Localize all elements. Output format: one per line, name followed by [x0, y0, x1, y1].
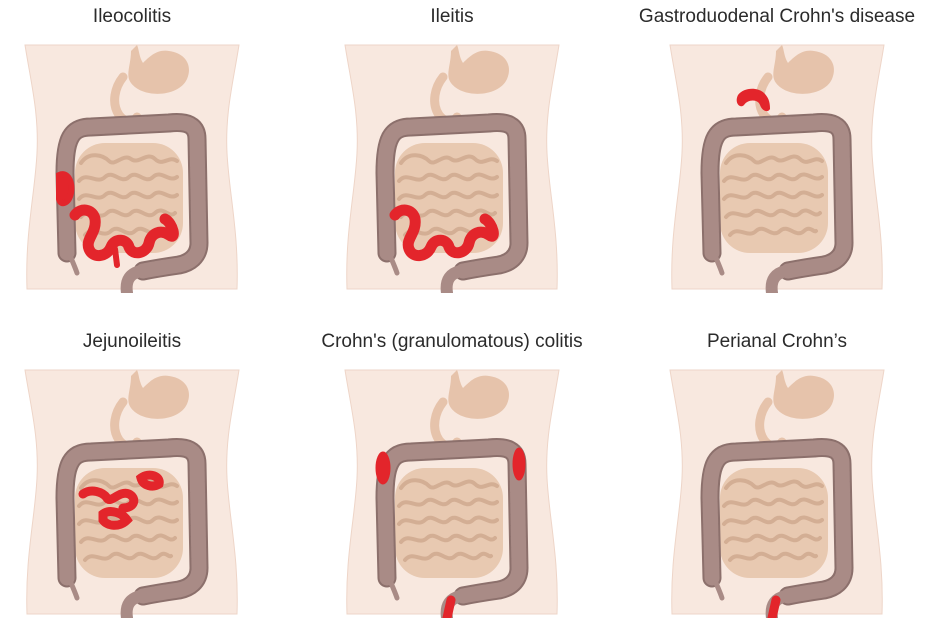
panel-title: Ileitis: [302, 6, 602, 28]
rectum-inflammation-marker: [447, 600, 451, 618]
panel-granulomatous-colitis: Crohn's (granulomatous) colitis: [302, 325, 602, 625]
panel-title: Crohn's (granulomatous) colitis: [302, 331, 602, 353]
panel-gastroduodenal: Gastroduodenal Crohn's disease: [627, 0, 927, 300]
hepatic-flexure-inflammation-marker: [376, 452, 390, 484]
panel-title: Ileocolitis: [0, 6, 282, 28]
abdomen-illustration: [339, 368, 565, 618]
panel-ileitis: Ileitis: [302, 0, 602, 300]
digestive-tract-illustration: [339, 368, 565, 618]
panel-jejunoileitis: Jejunoileitis: [0, 325, 282, 625]
abdomen-illustration: [664, 43, 890, 293]
abdomen-illustration: [339, 43, 565, 293]
digestive-tract-illustration: [664, 368, 890, 618]
anus-inflammation-marker: [772, 600, 776, 618]
digestive-tract-illustration: [19, 43, 245, 293]
abdomen-illustration: [19, 43, 245, 293]
panel-title: Perianal Crohn’s: [627, 331, 927, 353]
abdomen-illustration: [19, 368, 245, 618]
digestive-tract-illustration: [19, 368, 245, 618]
base-anatomy: [670, 45, 884, 293]
panel-ileocolitis: Ileocolitis: [0, 0, 282, 300]
abdomen-illustration: [664, 368, 890, 618]
panel-title: Jejunoileitis: [0, 331, 282, 353]
inflammation-markers: [772, 600, 776, 618]
panel-title: Gastroduodenal Crohn's disease: [627, 6, 927, 28]
base-anatomy: [670, 370, 884, 618]
digestive-tract-illustration: [339, 43, 565, 293]
splenic-flexure-inflammation-marker: [513, 448, 525, 480]
panel-perianal: Perianal Crohn’s: [627, 325, 927, 625]
base-anatomy: [345, 370, 559, 618]
digestive-tract-illustration: [664, 43, 890, 293]
